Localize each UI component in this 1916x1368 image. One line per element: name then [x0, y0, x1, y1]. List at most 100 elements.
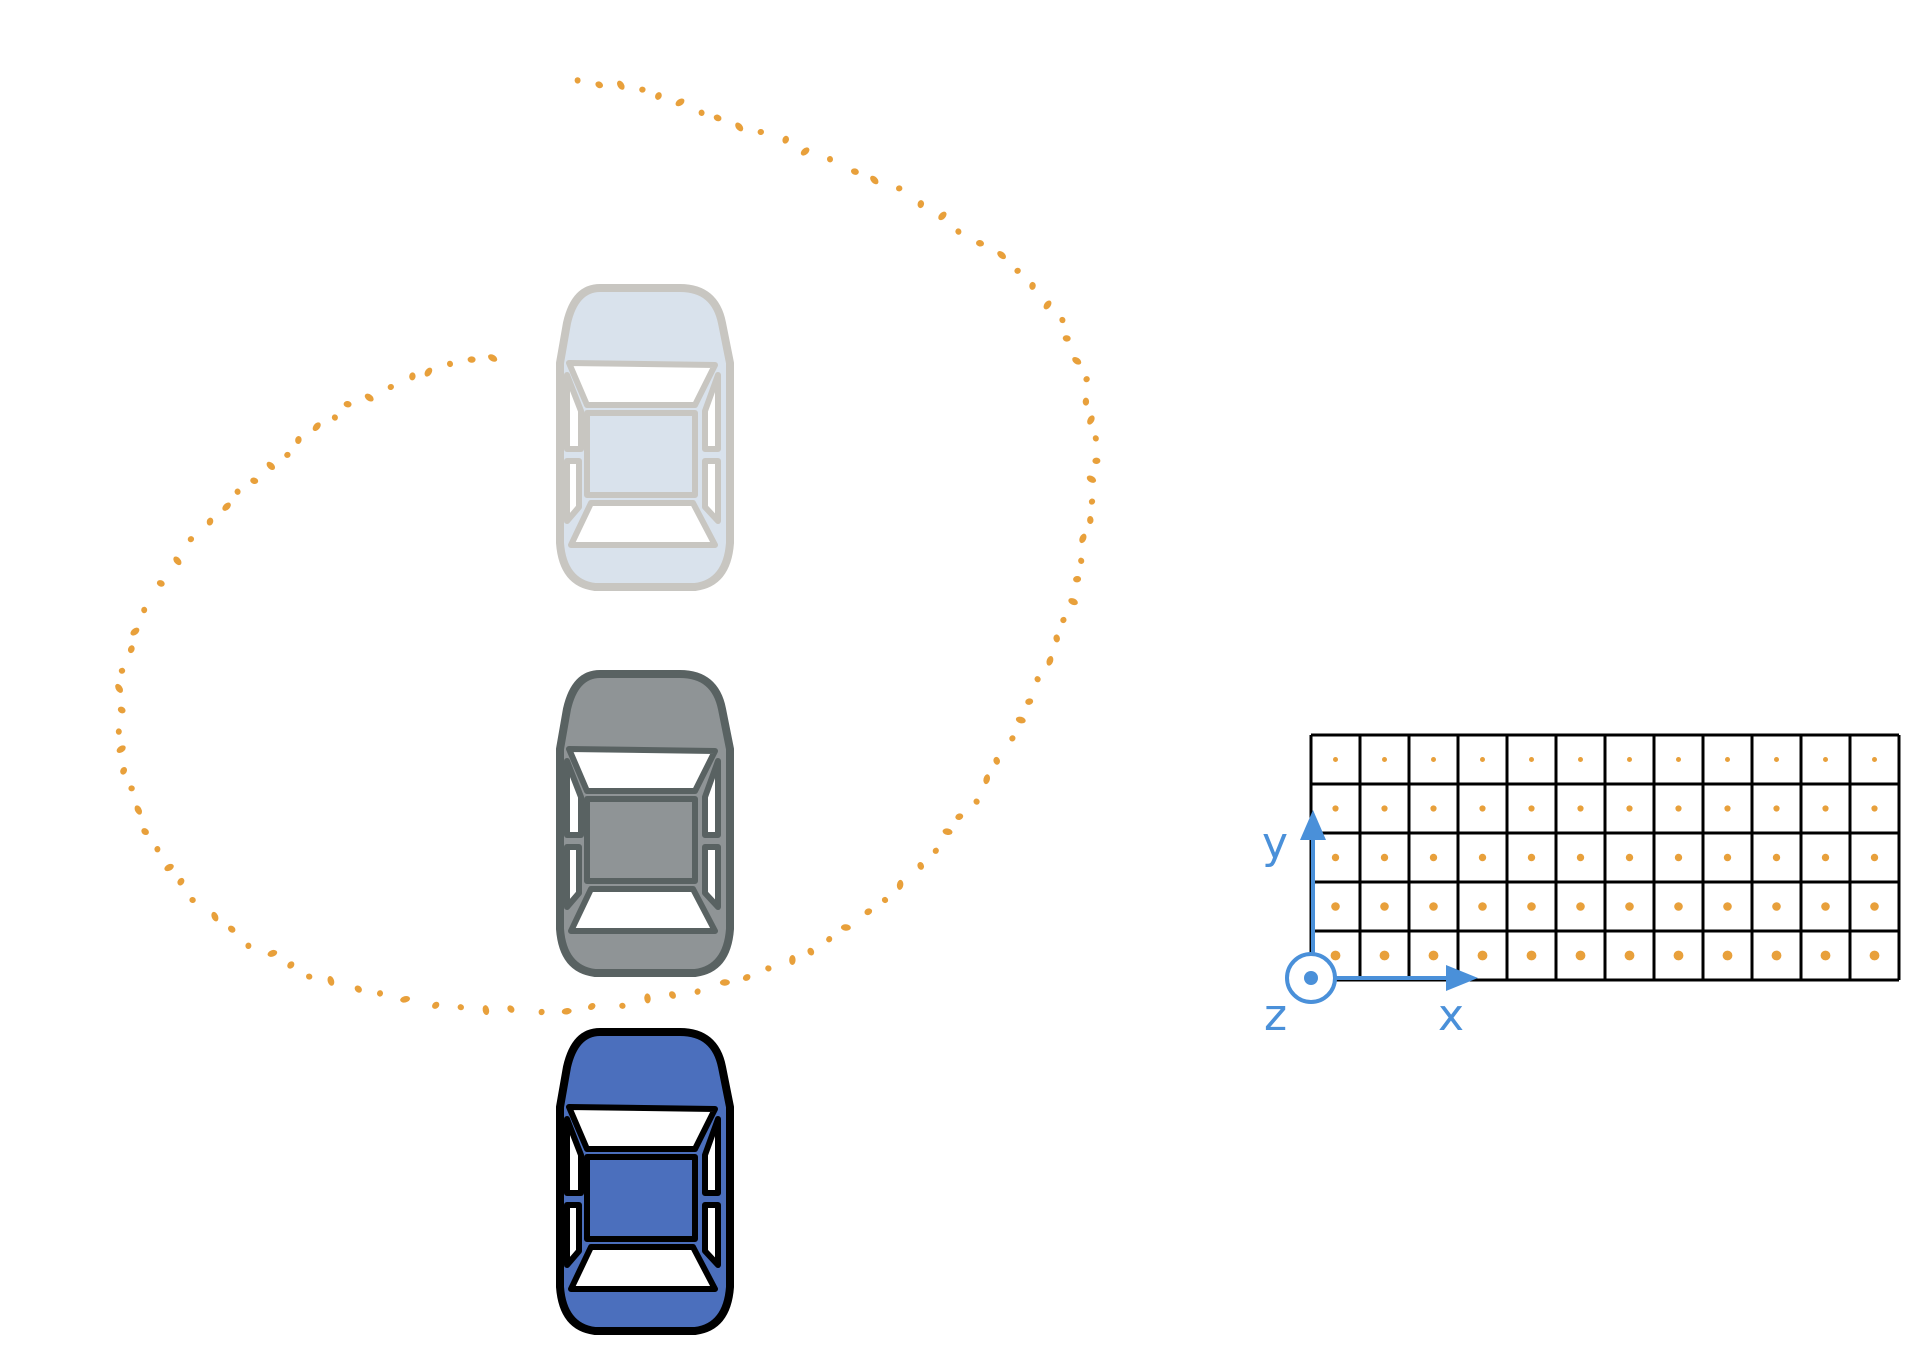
grid-cell-point — [1380, 951, 1390, 961]
outer-cloud-point — [265, 460, 277, 472]
grid-cell-point — [1626, 805, 1632, 811]
grid-cell-point — [1381, 854, 1388, 861]
grid-cell-point — [1674, 951, 1684, 961]
grid-cell-point — [1576, 951, 1586, 961]
outer-cloud-point — [117, 705, 127, 714]
car-far — [560, 288, 730, 587]
outer-cloud-point — [376, 990, 383, 998]
grid-cell-point — [1773, 854, 1780, 861]
outer-cloud-point — [311, 421, 322, 433]
z-axis-label: z — [1264, 990, 1287, 1041]
outer-cloud-point — [734, 121, 745, 133]
outer-cloud-point — [881, 896, 890, 905]
grid-cell-point — [1772, 902, 1781, 911]
outer-cloud-point — [618, 1002, 626, 1010]
grid-cell-point — [1773, 805, 1779, 811]
grid-cell-point — [1430, 805, 1436, 811]
car-left-rear-side-window — [567, 847, 579, 907]
outer-cloud-point — [1058, 316, 1066, 324]
car-roof — [587, 799, 695, 881]
grid-cell-point — [1626, 854, 1633, 861]
grid-cell-point — [1529, 757, 1534, 762]
outer-cloud-point — [1085, 474, 1097, 484]
grid-cell-point — [1429, 951, 1439, 961]
grid-cell-point — [1331, 951, 1341, 961]
grid-cell-point — [1675, 854, 1682, 861]
car-roof — [587, 413, 695, 495]
grid-cell-point — [1871, 854, 1878, 861]
grid-cell-point — [1382, 757, 1387, 762]
grid-cell-point — [1821, 902, 1830, 911]
grid-cell-point — [1822, 854, 1829, 861]
outer-cloud-point — [1082, 375, 1090, 383]
outer-cloud-point — [294, 435, 302, 444]
outer-cloud-point — [1014, 267, 1022, 275]
outer-cloud-point — [1008, 734, 1017, 743]
outer-cloud-point — [446, 360, 454, 368]
coordinate-axes: y x z — [1262, 810, 1478, 1041]
x-axis-arrowhead — [1446, 965, 1478, 991]
bev-grid — [1311, 735, 1899, 980]
outer-cloud-point — [895, 185, 903, 192]
outer-cloud-point — [457, 1003, 465, 1011]
outer-cloud-point — [1033, 675, 1042, 684]
outer-cloud-point — [467, 356, 475, 363]
grid-cell-point — [1774, 757, 1779, 762]
outer-cloud-point — [1062, 335, 1071, 342]
outer-cloud-point — [982, 774, 990, 785]
outer-cloud-point — [234, 488, 241, 496]
car-left-rear-side-window — [567, 1205, 579, 1265]
grid-cell-point — [1430, 854, 1437, 861]
grid-cell-point — [1381, 805, 1387, 811]
outer-cloud-point — [206, 517, 214, 527]
outer-cloud-point — [917, 199, 925, 208]
z-axis-dot — [1304, 971, 1318, 985]
outer-cloud-point — [1059, 616, 1068, 625]
outer-cloud-point — [575, 77, 581, 83]
outer-cloud-point — [176, 877, 186, 887]
grid-cell-point — [1627, 757, 1632, 762]
outer-cloud-point — [1083, 397, 1090, 405]
outer-cloud-point — [841, 924, 851, 931]
outer-cloud-point — [133, 804, 143, 816]
outer-cloud-point — [1025, 698, 1034, 706]
outer-cloud-point — [116, 728, 122, 735]
outer-cloud-point — [1073, 576, 1082, 583]
grid-cell-point — [1821, 951, 1831, 961]
grid-cell-point — [1332, 805, 1338, 811]
outer-cloud-point — [644, 993, 651, 1004]
grid-cell-point — [1577, 805, 1583, 811]
grid-cell-point — [1528, 854, 1535, 861]
grid-cell-point — [1431, 757, 1436, 762]
outer-cloud-point — [1045, 655, 1054, 667]
cars-group — [560, 288, 730, 1331]
car-left-rear-side-window — [567, 461, 579, 521]
y-axis-arrowhead — [1300, 810, 1326, 840]
grid-cell-point — [1723, 951, 1733, 961]
outer-cloud-point — [942, 828, 953, 836]
grid-cell-point — [1724, 805, 1730, 811]
outer-cloud-point — [1053, 634, 1061, 643]
outer-cloud-point — [1071, 355, 1083, 366]
outer-cloud-point — [227, 924, 237, 934]
car-roof — [587, 1157, 695, 1239]
outer-cloud-point — [305, 973, 313, 980]
outer-cloud-point — [1092, 458, 1100, 465]
outer-cloud-point — [119, 667, 126, 674]
grid-cell-point — [1724, 854, 1731, 861]
grid-cell-point — [1478, 951, 1488, 961]
outer-cloud-point — [189, 897, 196, 904]
outer-cloud-point — [538, 1008, 546, 1016]
outer-cloud-point — [250, 477, 259, 485]
outer-cloud-point — [850, 167, 860, 175]
x-axis-label: x — [1438, 990, 1464, 1041]
outer-cloud-point — [221, 501, 233, 513]
outer-cloud-point — [409, 372, 416, 381]
grid-cell-point — [1332, 854, 1339, 861]
outer-cloud-point — [119, 766, 128, 776]
outer-cloud-point — [140, 827, 150, 837]
outer-cloud-point — [115, 744, 127, 755]
outer-cloud-point — [210, 911, 220, 923]
outer-cloud-point — [799, 146, 811, 157]
